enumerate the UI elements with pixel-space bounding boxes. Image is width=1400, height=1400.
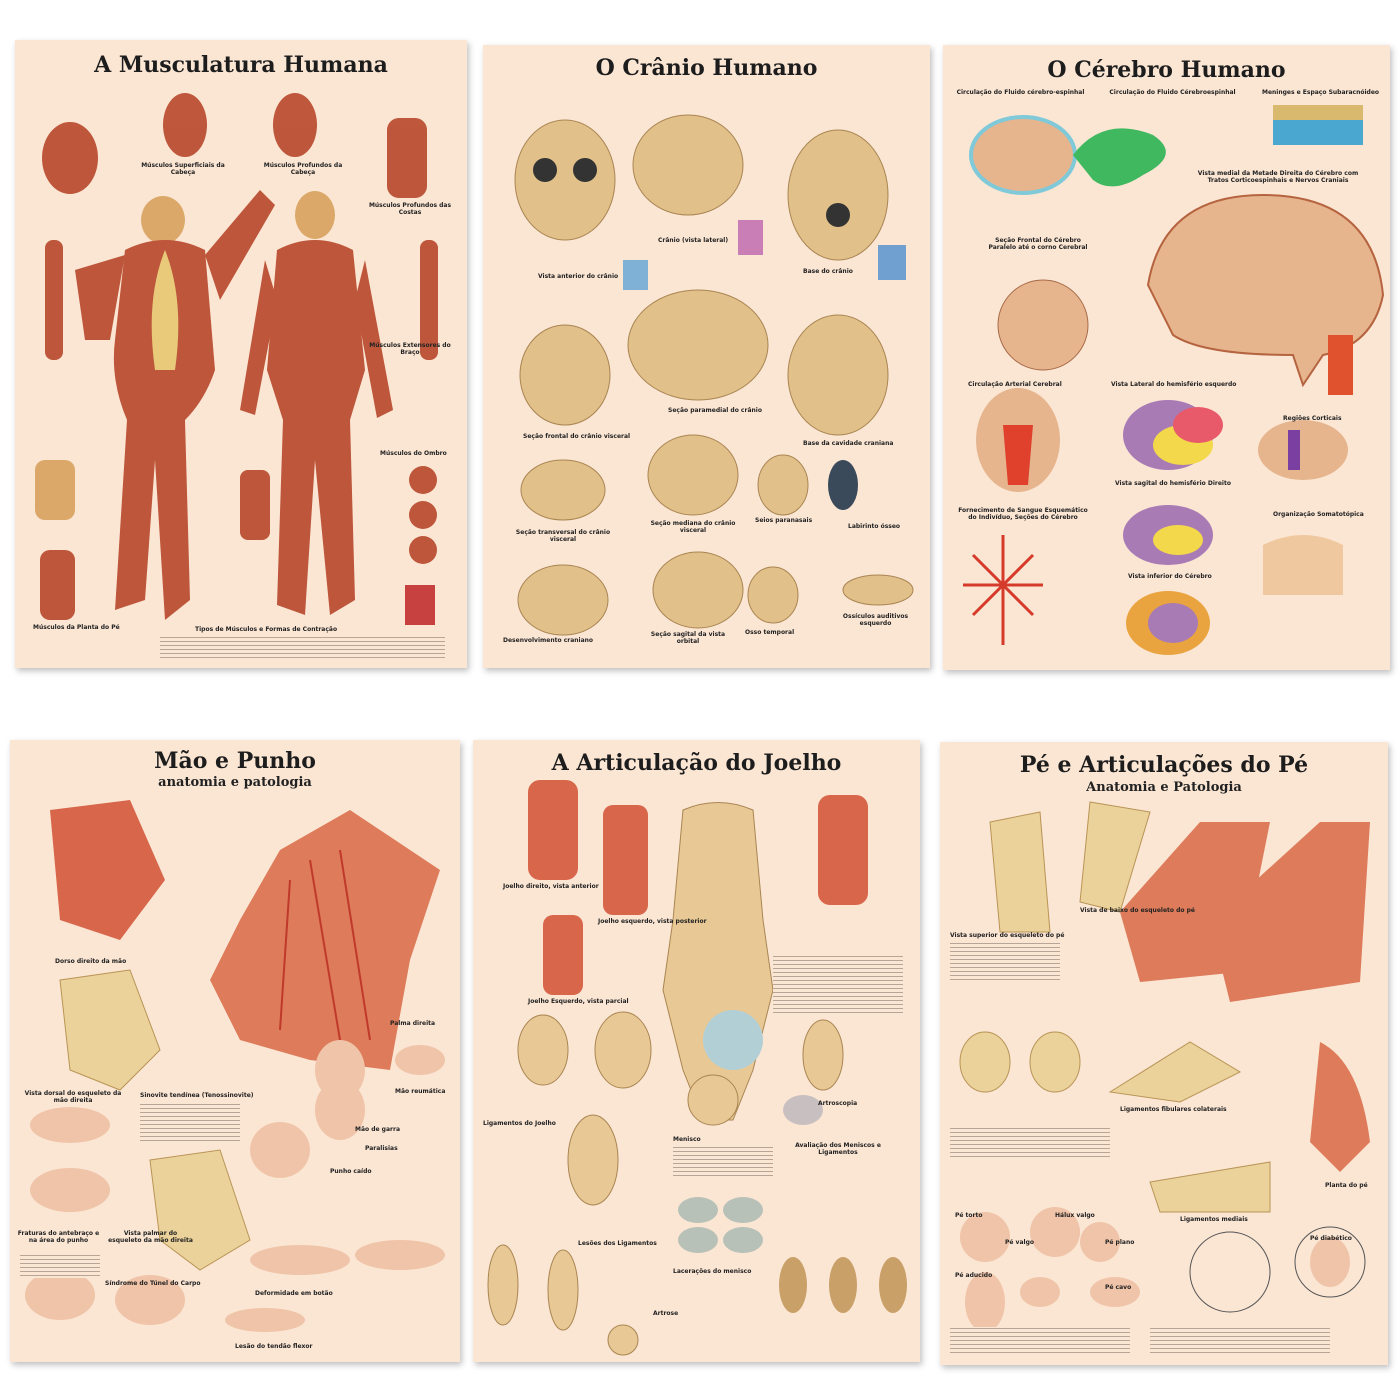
text-block (673, 1146, 773, 1176)
caption: Músculos Extensores do Braço (369, 342, 451, 356)
hand-illustration (25, 800, 445, 1332)
foot-illustration (959, 801, 1370, 1332)
caption: Pé torto (955, 1212, 983, 1219)
poster-title: A Musculatura Humana (94, 52, 388, 78)
caption: Pé diabético (1310, 1235, 1352, 1242)
caption: Sinovite tendínea (Tenossinovite) (140, 1092, 254, 1099)
caption: Deformidade em botão (255, 1290, 333, 1297)
caption: Seção sagital da vista orbital (650, 631, 726, 645)
caption: Circulação do Fluido Cérebroespinhal (1109, 89, 1236, 96)
caption: Vista palmar do esqueleto da mão direita (108, 1230, 193, 1244)
caption: Vista superior do esqueleto do pé (950, 932, 1065, 939)
caption: Vista anterior do crânio (538, 273, 619, 280)
caption: Regiões Corticais (1283, 415, 1342, 422)
caption: Circulação Arterial Cerebral (968, 381, 1062, 388)
knee-illustration (487, 780, 907, 1356)
caption: Base do crânio (803, 268, 853, 275)
poster-title: O Cérebro Humano (1047, 57, 1286, 83)
caption: Base da cavidade craniana (803, 440, 894, 447)
caption: Vista dorsal do esqueleto da mão direita (24, 1090, 122, 1104)
caption: Mão de garra (355, 1126, 400, 1133)
caption: Vista de baixo do esqueleto do pé (1080, 907, 1195, 914)
caption: Vista Lateral do hemisfério esquerdo (1111, 381, 1237, 388)
caption: Lacerações do menisco (673, 1268, 752, 1275)
caption: Músculos Superficiais da Cabeça (141, 162, 225, 176)
caption: Menisco (673, 1136, 701, 1143)
caption: Artroscopia (818, 1100, 858, 1107)
caption: Joelho Esquerdo, vista parcial (528, 998, 629, 1005)
caption: Fornecimento de Sangue Esquemático do In… (958, 507, 1088, 521)
caption: Meninges e Espaço Subaracnóideo (1261, 89, 1380, 96)
poster-musculatura-humana: A Musculatura Humana Músculos Superficia… (15, 40, 467, 668)
caption: Lesão do tendão flexor (235, 1343, 313, 1350)
caption: Síndrome do Túnel do Carpo (105, 1280, 201, 1287)
caption: Seção paramedial do crânio (668, 407, 762, 414)
caption: Vista medial da Metade Direita do Cérebr… (1197, 170, 1359, 184)
text-block (950, 942, 1060, 982)
poster-pe-e-articulacoes: Pé e Articulações do Pé Anatomia e Patol… (940, 742, 1388, 1365)
caption: Vista inferior do Cérebro (1128, 573, 1212, 580)
caption: Hálux valgo (1055, 1212, 1095, 1219)
caption: Seção Frontal do Cérebro Paralelo até o … (988, 237, 1088, 251)
caption: Organização Somatotópica (1273, 511, 1364, 518)
caption: Lesões dos Ligamentos (578, 1240, 657, 1247)
caption: Palma direita (390, 1020, 436, 1027)
skull-illustration (514, 114, 914, 636)
caption: Dorso direito da mão (55, 958, 127, 965)
poster-subtitle: Anatomia e Patologia (1086, 780, 1242, 795)
caption: Joelho direito, vista anterior (503, 883, 599, 890)
text-block (950, 1327, 1130, 1355)
brain-illustration (963, 105, 1385, 655)
caption: Pé cavo (1105, 1284, 1132, 1291)
caption: Paralisias (365, 1145, 398, 1152)
caption: Labirinto ósseo (848, 523, 901, 530)
text-block (20, 1254, 100, 1278)
text-block (1150, 1327, 1330, 1355)
poster-title: O Crânio Humano (595, 55, 818, 81)
caption: Seção transversal do crânio visceral (515, 529, 611, 543)
caption: Vista sagital do hemisfério Direito (1115, 480, 1231, 487)
caption: Osso temporal (745, 629, 795, 636)
caption: Ossículos auditivos esquerdo (842, 613, 909, 627)
caption: Pé valgo (1005, 1239, 1034, 1246)
poster-cerebro-humano: O Cérebro Humano Circulação do Fluido cé… (943, 45, 1390, 670)
caption: Artrose (653, 1310, 679, 1317)
caption: Tipos de Músculos e Formas de Contração (195, 626, 338, 633)
caption: Avaliação dos Meniscos e Ligamentos (795, 1142, 881, 1156)
poster-cranio-humano: O Crânio Humano Vista anterior do crânio… (483, 45, 930, 668)
caption: Seção frontal do crânio visceral (523, 433, 631, 440)
caption: Mão reumática (395, 1088, 446, 1095)
muscle-illustration (35, 93, 438, 625)
poster-articulacao-do-joelho: A Articulação do Joelho Joelho direito, … (473, 740, 920, 1362)
caption: Músculos da Planta do Pé (33, 624, 120, 631)
caption: Músculos do Ombro (380, 450, 447, 457)
caption: Ligamentos do Joelho (483, 1120, 556, 1127)
caption: Músculos Profundos das Costas (368, 202, 452, 216)
text-block (950, 1127, 1110, 1157)
text-block (160, 636, 445, 658)
text-block (773, 955, 903, 1015)
caption: Seção mediana do crânio visceral (650, 520, 736, 534)
caption: Planta do pé (1325, 1182, 1368, 1189)
caption: Pé plano (1105, 1239, 1135, 1246)
poster-subtitle: anatomia e patologia (158, 775, 312, 790)
caption: Circulação do Fluido cérebro-espinhal (956, 89, 1085, 96)
caption: Joelho esquerdo, vista posterior (598, 918, 707, 925)
poster-title: Mão e Punho (154, 748, 316, 774)
caption: Seios paranasais (755, 517, 813, 524)
caption: Ligamentos fibulares colaterais (1120, 1106, 1227, 1113)
poster-mao-e-punho: Mão e Punho anatomia e patologia Dorso d… (10, 740, 460, 1362)
caption: Ligamentos mediais (1180, 1216, 1248, 1223)
caption: Desenvolvimento craniano (503, 637, 594, 644)
caption: Músculos Profundos da Cabeça (263, 162, 343, 176)
caption: Crânio (vista lateral) (658, 237, 729, 244)
poster-title: Pé e Articulações do Pé (1019, 752, 1309, 778)
text-block (140, 1103, 240, 1143)
caption: Fraturas do antebraço e na área do punho (17, 1230, 100, 1244)
caption: Punho caído (330, 1168, 372, 1175)
poster-title: A Articulação do Joelho (551, 750, 842, 776)
caption: Pé aducido (955, 1272, 993, 1279)
